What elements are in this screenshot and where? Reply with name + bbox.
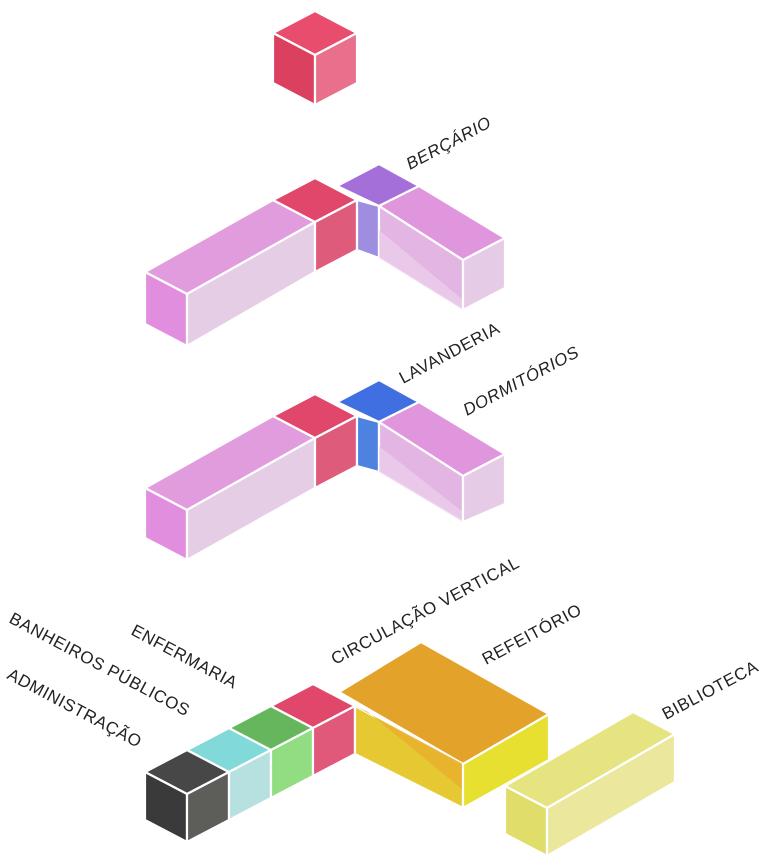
level-ground	[143, 640, 677, 858]
top-circulation-cube	[271, 9, 359, 107]
right-wing-end-face	[461, 452, 507, 524]
label-lavanderia: LAVANDERIA	[396, 319, 503, 388]
library-front-face	[545, 732, 677, 858]
label-bercario: BERÇÁRIO	[403, 113, 495, 174]
label-biblioteca: BIBLIOTECA	[659, 657, 762, 724]
right-wing-shading	[379, 230, 463, 310]
label-dormitorios: DORMITÓRIOS	[460, 342, 582, 419]
nursery-block-front	[355, 198, 381, 260]
laundry-block-front	[355, 414, 381, 474]
right-wing-shading	[379, 446, 463, 522]
level-middle-dormitories-laundry	[143, 378, 507, 562]
level-upper-dormitories-nursery	[143, 162, 507, 348]
label-banheiros-publicos: BANHEIROS PÚBLICOS	[6, 609, 193, 720]
label-refeitorio: REFEITÓRIO	[479, 600, 585, 668]
right-wing-end-face	[461, 236, 507, 312]
cube-right-face	[313, 31, 359, 107]
